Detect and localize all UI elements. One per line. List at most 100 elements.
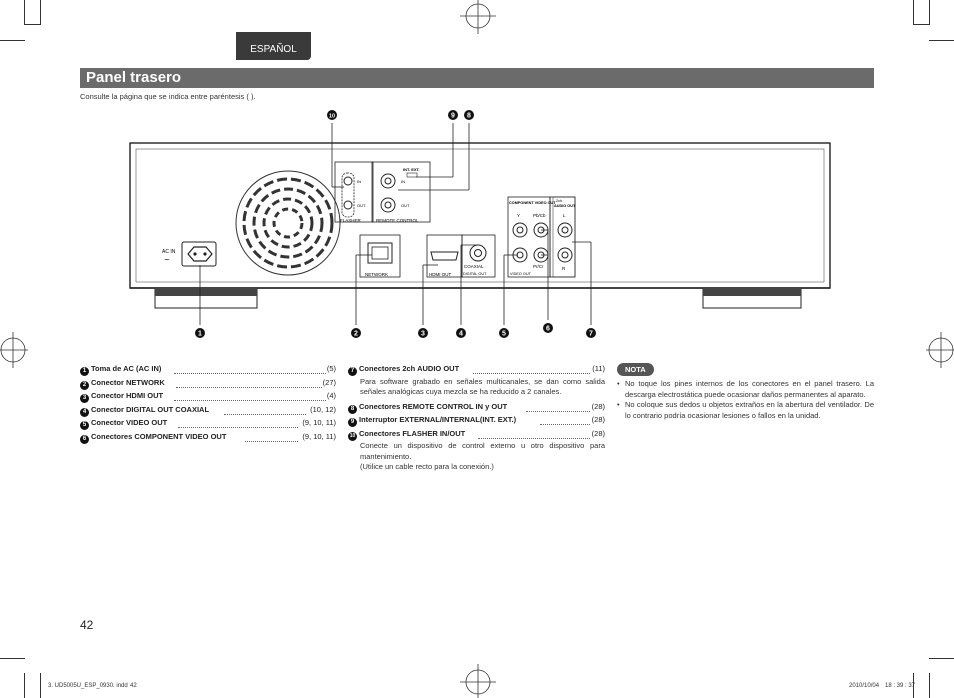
pb-label: Pb/Cb xyxy=(533,213,546,218)
coaxial-label: COAXIAL xyxy=(464,264,484,269)
language-tab: ESPAÑOL xyxy=(236,32,311,60)
item-number: 5 xyxy=(80,421,89,430)
audio-out-label: AUDIO OUT xyxy=(554,204,576,208)
item-number: 2 xyxy=(80,380,89,390)
ac-tilde-icon: ~ xyxy=(164,256,170,264)
item-label: Conectores 2ch AUDIO OUT xyxy=(359,364,460,373)
item-label: Conector HDMI OUT xyxy=(91,391,164,400)
item-number: 8 xyxy=(348,404,357,414)
item-pages: (9, 10, 11) xyxy=(301,430,336,442)
flasher-label: FLASHER xyxy=(340,218,362,223)
item-pages: (4) xyxy=(325,390,336,401)
remote-control-connectors: INT. EXT. IN OUT REMOTE CONTROL xyxy=(371,161,431,223)
page-title: Panel trasero xyxy=(86,69,182,86)
network-connector: NETWORK xyxy=(359,234,401,278)
leader-dots xyxy=(478,428,590,439)
remote-control-label: REMOTE CONTROL xyxy=(376,218,419,223)
crop-mark xyxy=(40,673,41,698)
callout-2: 2 xyxy=(354,331,358,338)
ac-in-label: AC IN xyxy=(162,249,176,255)
item-number: 10 xyxy=(348,431,357,441)
item-pages: (9, 10, 11) xyxy=(301,417,336,428)
callout-10: 10 xyxy=(329,114,335,120)
item-label: Conector DIGITAL OUT COAXIAL xyxy=(91,404,210,414)
fan-vent-icon xyxy=(235,170,341,276)
crop-mark xyxy=(929,40,954,41)
item-label: Toma de AC (AC IN) xyxy=(91,364,162,373)
footer-date: 2010/10/04 xyxy=(849,683,880,689)
leader-dots xyxy=(526,401,590,412)
page-number: 42 xyxy=(80,618,94,632)
network-label: NETWORK xyxy=(365,272,388,277)
nota-section: NOTA No toque los pines internos de los … xyxy=(617,363,874,421)
crop-mark xyxy=(40,0,41,25)
l-label: L xyxy=(563,213,566,218)
leader-dots xyxy=(224,404,306,415)
item-label: Conectores REMOTE CONTROL IN y OUT xyxy=(359,401,508,411)
item-label: Conectores COMPONENT VIDEO OUT xyxy=(91,431,227,441)
item-number: 1 xyxy=(80,367,89,376)
audio-2ch-label: 2ch xyxy=(556,199,562,203)
item-pages: (5) xyxy=(325,363,336,374)
footer-file: 3. UD5005U_ESP_0930. indd xyxy=(48,683,128,689)
callout-lines xyxy=(199,123,592,325)
footer-time: 18 : 39 : 37 xyxy=(885,683,916,689)
crop-mark xyxy=(913,0,914,25)
item-pages: (28) xyxy=(590,400,605,412)
crop-mark xyxy=(24,673,25,698)
item-number: 3 xyxy=(80,394,89,403)
video-out-label: VIDEO OUT xyxy=(510,272,532,276)
flasher-out-label: OUT xyxy=(357,203,366,208)
note-item: No coloque sus dedos u objetos extraños … xyxy=(617,400,874,421)
item-description: Conecte un dispositivo de control extern… xyxy=(360,441,605,461)
digital-out-label: DIGITAL OUT xyxy=(463,272,487,276)
item-number: 6 xyxy=(80,434,89,444)
crop-mark xyxy=(24,0,25,25)
r-label: R xyxy=(562,266,566,271)
callout-8: 8 xyxy=(467,113,471,120)
flasher-in-label: IN xyxy=(357,179,361,184)
leader-dots xyxy=(174,363,326,374)
crop-mark xyxy=(25,24,41,25)
leader-dots xyxy=(540,414,590,425)
leader-dots xyxy=(473,363,590,374)
item-pages: (28) xyxy=(590,414,605,425)
hdmi-out-connector: HDMI OUT xyxy=(426,234,463,278)
item-number: 4 xyxy=(80,407,89,417)
item-number: 7 xyxy=(348,367,357,376)
registration-mark xyxy=(0,332,28,368)
callout-3: 3 xyxy=(421,331,425,338)
crop-mark xyxy=(929,0,930,25)
item-pages: (27) xyxy=(321,376,336,388)
page-subtitle: Consulte la página que se indica entre p… xyxy=(80,92,256,101)
hdmi-out-label: HDMI OUT xyxy=(429,272,451,277)
registration-mark xyxy=(460,0,496,34)
remote-in-label: IN xyxy=(401,179,405,184)
callout-9: 9 xyxy=(451,113,455,120)
y-label: Y xyxy=(517,213,520,218)
item-label: Conector VIDEO OUT xyxy=(91,418,168,427)
item-label: Interruptor EXTERNAL/INTERNAL(INT. EXT.) xyxy=(359,415,517,424)
crop-mark xyxy=(0,658,25,659)
note-item: No toque los pines internos de los conec… xyxy=(617,379,874,400)
leader-dots xyxy=(178,417,298,428)
item-pages: (10, 12) xyxy=(309,403,336,415)
crop-mark xyxy=(913,24,929,25)
item-label: Conector NETWORK xyxy=(91,377,165,387)
nota-badge: NOTA xyxy=(617,363,654,376)
title-bar xyxy=(80,68,874,88)
coaxial-connector: COAXIAL DIGITAL OUT xyxy=(461,234,496,278)
ac-in-socket: AC IN ~ xyxy=(162,241,217,267)
flasher-connectors: IN OUT FLASHER xyxy=(334,161,374,223)
int-ext-label: INT. EXT. xyxy=(403,167,420,172)
